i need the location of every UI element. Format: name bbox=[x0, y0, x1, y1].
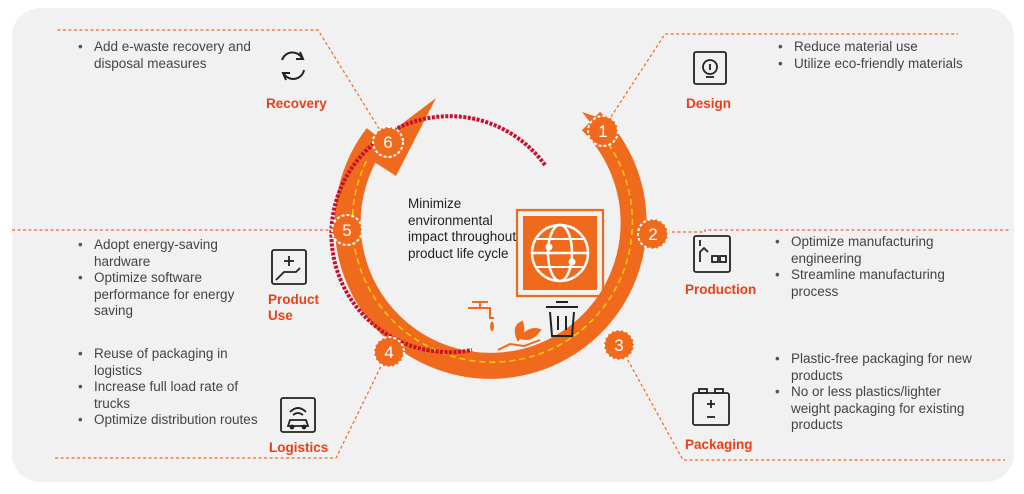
recycle-arrows-icon bbox=[281, 51, 305, 81]
logistics-item-2: Increase full load rate of trucks bbox=[76, 379, 276, 412]
badge-5-number: 5 bbox=[342, 221, 351, 240]
factory-icon bbox=[693, 235, 731, 273]
badge-1-number: 1 bbox=[598, 122, 607, 141]
badge-1: 1 bbox=[587, 115, 619, 147]
logistics-item-3: Optimize distribution routes bbox=[76, 412, 276, 429]
logistics-item-1: Reuse of packaging in logistics bbox=[76, 346, 276, 379]
stage-label-logistics: Logistics bbox=[269, 440, 329, 455]
production-items: Optimize manufacturing engineering Strea… bbox=[773, 234, 973, 300]
connector-production bbox=[650, 229, 1010, 233]
packaging-item-1: Plastic-free packaging for new products bbox=[773, 351, 978, 384]
plant-hand-icon bbox=[495, 320, 542, 357]
product-use-items: Adopt energy-saving hardware Optimize so… bbox=[76, 237, 256, 320]
badge-5: 5 bbox=[331, 214, 363, 246]
stage-label-design: Design bbox=[686, 96, 732, 111]
design-item-2: Utilize eco-friendly materials bbox=[776, 56, 986, 73]
connector-lines bbox=[12, 29, 1010, 461]
design-item-1: Reduce material use bbox=[776, 39, 986, 56]
connector-design bbox=[604, 33, 958, 127]
production-item-2: Streamline manufacturing process bbox=[773, 267, 973, 300]
badge-4: 4 bbox=[373, 336, 405, 368]
connector-packaging bbox=[624, 354, 1005, 461]
globe-icon bbox=[515, 208, 605, 298]
connector-logistics bbox=[55, 351, 389, 459]
product-use-item-1: Adopt energy-saving hardware bbox=[76, 237, 256, 270]
center-statement: Minimize environmental impact throughout… bbox=[408, 196, 517, 261]
badge-3: 3 bbox=[603, 329, 635, 361]
production-item-1: Optimize manufacturing engineering bbox=[773, 234, 973, 267]
packaging-items: Plastic-free packaging for new products … bbox=[773, 351, 978, 434]
badge-2-number: 2 bbox=[648, 225, 657, 244]
inner-dashed-arc bbox=[329, 114, 547, 355]
trash-icon bbox=[546, 301, 578, 337]
battery-icon bbox=[692, 388, 730, 426]
stage-label-packaging: Packaging bbox=[685, 437, 753, 452]
logistics-items: Reuse of packaging in logistics Increase… bbox=[76, 346, 276, 429]
badge-3-number: 3 bbox=[614, 336, 623, 355]
stage-label-production: Production bbox=[685, 282, 757, 297]
stage-label-product-use: Product Use bbox=[268, 292, 320, 323]
badge-6-number: 6 bbox=[383, 133, 392, 152]
stage-label-recovery: Recovery bbox=[266, 96, 327, 111]
design-items: Reduce material use Utilize eco-friendly… bbox=[776, 39, 986, 72]
recovery-item-1: Add e-waste recovery and disposal measur… bbox=[76, 39, 256, 72]
badge-4-number: 4 bbox=[384, 343, 393, 362]
packaging-item-2: No or less plastics/lighter weight packa… bbox=[773, 384, 978, 434]
product-use-item-2: Optimize software performance for energy… bbox=[76, 270, 256, 320]
recovery-items: Add e-waste recovery and disposal measur… bbox=[76, 39, 256, 72]
badge-2: 2 bbox=[637, 218, 669, 250]
connected-car-icon bbox=[280, 397, 316, 433]
energy-hand-icon bbox=[271, 249, 307, 285]
connector-recovery bbox=[55, 29, 389, 144]
light-bulb-icon bbox=[693, 51, 727, 85]
badge-6: 6 bbox=[372, 126, 404, 158]
faucet-icon bbox=[468, 301, 494, 332]
